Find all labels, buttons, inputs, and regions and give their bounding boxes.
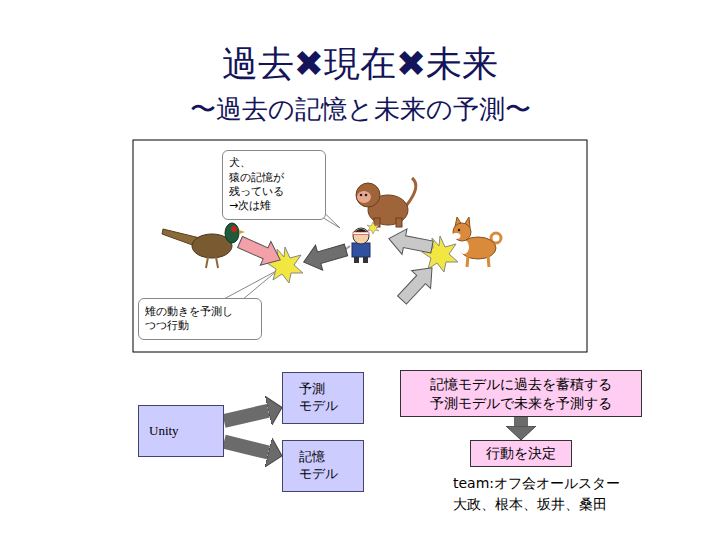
node-text: 犬、猿の記憶が 残っている →次は雉 — [229, 156, 284, 213]
momotaro-leg — [363, 257, 368, 263]
block-arrow-connector — [224, 442, 268, 453]
monkey-tail — [406, 178, 416, 206]
block-arrow — [392, 259, 441, 309]
momotaro-hair — [353, 229, 369, 234]
block-arrow-connector — [224, 411, 268, 421]
team-name: team:オフ会オールスター — [453, 475, 620, 493]
block-arrow — [235, 230, 286, 272]
block-arrow-shape — [235, 230, 286, 272]
subtitle: 〜過去の記憶と未来の予測〜 — [0, 92, 720, 127]
monkey-head — [356, 183, 380, 207]
block-arrow-connector — [514, 417, 528, 426]
pheasant-beak — [239, 230, 245, 234]
block-arrow-shape — [300, 238, 349, 275]
monkey-figure — [356, 178, 416, 227]
node-text: 雉の動きを予測し つつ行動 — [145, 305, 233, 334]
summary-box: 記憶モデルに過去を蓄積する 予測モデルで未来を予測する — [400, 370, 642, 417]
monkey-face — [357, 191, 371, 203]
monkey-eye — [360, 194, 363, 197]
node-text: 記憶 モデル — [299, 449, 338, 483]
dog-eye — [458, 229, 460, 231]
dog-chest — [459, 240, 469, 254]
engine-box: Unity — [138, 405, 224, 457]
model-box: 記憶 モデル — [282, 440, 364, 492]
member-names: 大政、根本、坂井、桑田 — [453, 496, 607, 514]
bubble-tail — [222, 270, 278, 300]
block-arrow-shape — [392, 259, 441, 309]
block-arrow — [300, 238, 349, 275]
momotaro-leg — [354, 257, 359, 263]
dog-leg — [488, 256, 489, 267]
pheasant-leg — [216, 257, 218, 268]
pheasant-figure — [162, 223, 245, 268]
monkey-eye — [365, 194, 368, 197]
node-text: Unity — [149, 423, 179, 440]
illustration-frame — [133, 140, 587, 352]
momotaro-headband — [353, 232, 369, 235]
node-text: 記憶モデルに過去を蓄積する 予測モデルで未来を予測する — [430, 375, 612, 411]
pheasant-head — [225, 223, 239, 243]
momotaro-body — [352, 243, 370, 257]
momotaro-head — [353, 228, 369, 244]
speech-bubble: 雉の動きを予測し つつ行動 — [138, 298, 262, 340]
slide-title: 過去✖現在✖未来 — [0, 40, 720, 89]
model-box: 予測 モデル — [282, 372, 364, 424]
pheasant-face — [231, 226, 237, 232]
block-arrow — [386, 226, 434, 260]
pheasant-leg — [206, 257, 208, 268]
monkey-leg — [396, 218, 402, 227]
block-arrow-shape — [386, 226, 434, 260]
speech-bubble: 犬、猿の記憶が 残っている →次は雉 — [222, 150, 326, 220]
spark-star — [367, 222, 379, 234]
dog-muzzle — [452, 233, 461, 239]
action-box: 行動を決定 — [470, 440, 572, 467]
dog-figure — [452, 217, 502, 267]
node-text: 予測 モデル — [299, 381, 338, 415]
dog-leg — [467, 256, 468, 267]
node-text: 行動を決定 — [486, 444, 556, 462]
